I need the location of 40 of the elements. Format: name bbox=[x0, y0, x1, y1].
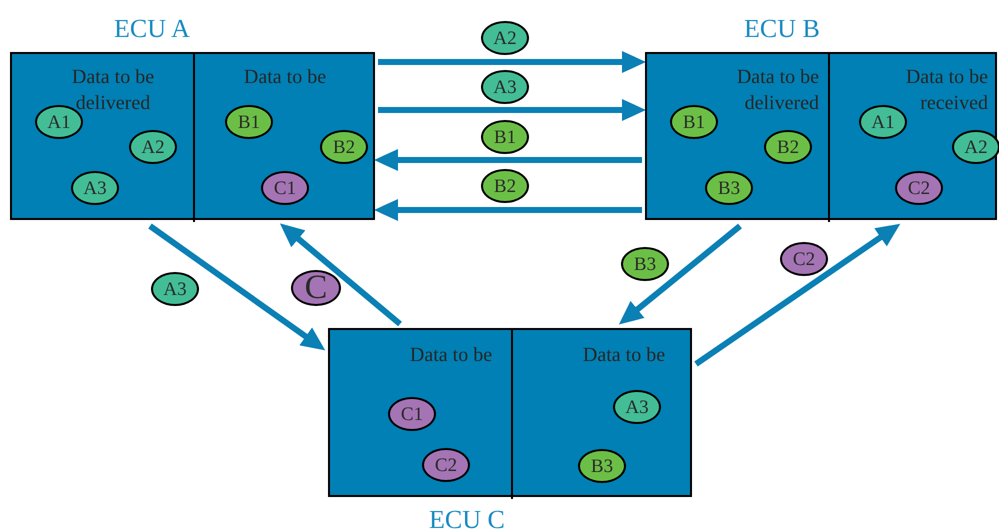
ecu-title: ECU A bbox=[114, 14, 190, 44]
data-ellipse: B2 bbox=[481, 169, 529, 203]
arrow bbox=[374, 199, 642, 221]
data-ellipse: B3 bbox=[578, 449, 626, 483]
data-ellipse: C1 bbox=[388, 397, 436, 431]
arrow bbox=[280, 223, 402, 326]
arrow bbox=[694, 224, 900, 366]
data-ellipse: B3 bbox=[621, 247, 669, 281]
data-ellipse: A3 bbox=[481, 70, 529, 104]
data-ellipse: A3 bbox=[151, 272, 199, 306]
data-ellipse: B3 bbox=[705, 171, 753, 205]
ecu-title: ECU C bbox=[429, 505, 505, 532]
panel-heading: Data to be bbox=[408, 343, 494, 368]
panel-heading: Data to be bbox=[582, 343, 666, 368]
data-ellipse: B2 bbox=[764, 130, 812, 164]
data-ellipse: B1 bbox=[670, 105, 718, 139]
data-ellipse: A3 bbox=[613, 390, 661, 424]
data-ellipse: C2 bbox=[422, 448, 470, 482]
ecu-title: ECU B bbox=[744, 14, 820, 44]
data-ellipse: C2 bbox=[780, 242, 828, 276]
arrow bbox=[618, 224, 742, 325]
data-ellipse: B1 bbox=[225, 105, 273, 139]
data-ellipse: A2 bbox=[952, 130, 999, 164]
data-ellipse: C bbox=[291, 270, 341, 306]
data-ellipse: A3 bbox=[71, 171, 119, 205]
data-ellipse: C2 bbox=[895, 171, 943, 205]
data-panel bbox=[828, 54, 999, 222]
panel-heading: Data to be received bbox=[904, 65, 988, 116]
panel-heading: Data to be bbox=[242, 65, 328, 90]
data-ellipse: A1 bbox=[859, 105, 907, 139]
arrow bbox=[378, 51, 646, 73]
data-ellipse: B2 bbox=[320, 130, 368, 164]
data-ellipse: A2 bbox=[481, 21, 529, 55]
data-ellipse: C1 bbox=[261, 171, 309, 205]
data-ellipse: B1 bbox=[481, 120, 529, 154]
panel-heading: Data to be delivered bbox=[736, 65, 819, 116]
arrow bbox=[378, 99, 646, 121]
arrow bbox=[148, 224, 326, 350]
data-ellipse: A2 bbox=[129, 130, 177, 164]
arrow bbox=[374, 149, 642, 171]
